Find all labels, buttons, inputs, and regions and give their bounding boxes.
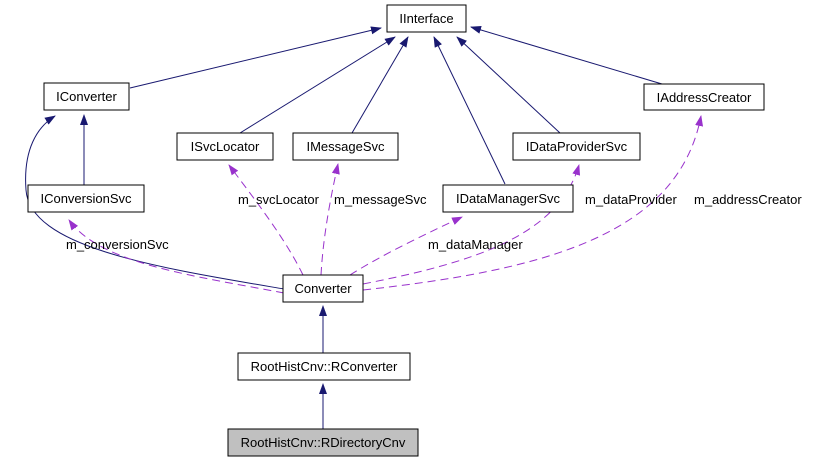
node-iaddresscreator-label: IAddressCreator [657,90,752,105]
edge-inherit-idatamanagersvc-iinterface [433,36,506,185]
node-imessagesvc[interactable]: IMessageSvc [292,132,399,161]
edge-label-m-svclocator: m_svcLocator [238,192,320,207]
node-idataprovidersvc-label: IDataProviderSvc [526,139,628,154]
node-isvclocator[interactable]: ISvcLocator [176,132,274,161]
node-rconverter[interactable]: RootHistCnv::RConverter [237,352,411,381]
node-rdirectorycnv-label: RootHistCnv::RDirectoryCnv [241,435,406,450]
edge-inherit-idataprovidersvc-iinterface [456,36,561,134]
node-iconverter[interactable]: IConverter [43,82,130,111]
node-iconversionsvc-label: IConversionSvc [40,191,132,206]
node-iconverter-label: IConverter [56,89,117,104]
node-iaddresscreator[interactable]: IAddressCreator [643,83,765,111]
edge-inherit-isvclocator-iinterface [239,36,396,134]
edge-usage-converter-iaddresscreator [362,115,704,291]
node-converter-label: Converter [294,281,352,296]
edge-label-m-dataprovider: m_dataProvider [585,192,677,207]
edge-label-m-datamanager: m_dataManager [428,237,523,252]
node-imessagesvc-label: IMessageSvc [306,139,385,154]
edge-usage-converter-imessagesvc [320,163,340,276]
node-iinterface-label: IInterface [399,11,453,26]
edge-label-m-messagesvc: m_messageSvc [334,192,427,207]
node-converter[interactable]: Converter [282,274,364,303]
edge-inherit-imessagesvc-iinterface [351,36,409,134]
edge-inherit-converter-iconverter [25,115,285,290]
edge-usage-converter-isvclocator [228,164,304,276]
edge-inherit-iaddresscreator-iinterface [470,26,663,85]
edge-usage-converter-iconversionsvc [68,219,285,294]
edge-label-m-addresscreator: m_addressCreator [694,192,802,207]
node-rconverter-label: RootHistCnv::RConverter [251,359,398,374]
edge-label-m-conversionsvc: m_conversionSvc [66,237,169,252]
node-isvclocator-label: ISvcLocator [191,139,260,154]
edge-usage-converter-idatamanagersvc [349,216,463,276]
node-iconversionsvc[interactable]: IConversionSvc [27,184,145,213]
edge-usage-converter-idataprovidersvc [362,164,581,285]
node-idatamanagersvc-label: IDataManagerSvc [456,191,561,206]
node-rdirectorycnv: RootHistCnv::RDirectoryCnv [227,428,419,457]
edge-inherit-iconverter-iinterface [129,26,382,89]
node-iinterface[interactable]: IInterface [386,4,467,33]
node-idataprovidersvc[interactable]: IDataProviderSvc [512,132,641,161]
node-idatamanagersvc[interactable]: IDataManagerSvc [442,184,574,213]
